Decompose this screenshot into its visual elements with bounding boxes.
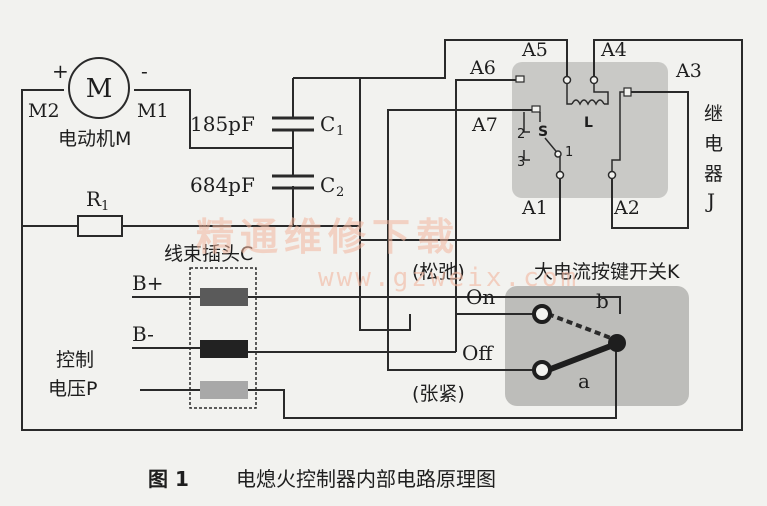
motor-name: 电动机M — [58, 128, 131, 150]
c2-sub: 2 — [336, 185, 344, 200]
watermark-text: 精通维修下载 — [196, 215, 460, 259]
r1-name: R — [86, 187, 102, 211]
wire-outer-loop — [21, 39, 743, 431]
key-switch-loose: (松弛) — [412, 261, 465, 283]
wire-p-out — [248, 346, 617, 419]
relay-pin-1: 1 — [565, 145, 573, 160]
relay-a1: A1 — [521, 197, 548, 219]
wire-a1 — [360, 178, 561, 241]
c2-name: C — [320, 173, 335, 197]
c1-sub: 1 — [336, 124, 344, 139]
capacitor-c2 — [272, 174, 314, 190]
key-switch-name: 大电流按键开关K — [534, 261, 680, 283]
harness-pin-bplus — [200, 288, 248, 306]
relay-name-3: 器 — [704, 163, 723, 185]
wires — [21, 39, 743, 431]
c1-name: C — [320, 112, 335, 136]
key-switch-tight: (张紧) — [412, 383, 465, 405]
relay-switch-label: S — [538, 124, 548, 140]
relay-internals — [515, 75, 632, 180]
relay-name-2: 电 — [704, 133, 723, 155]
harness-connector-frame — [189, 267, 257, 409]
c2-value: 684pF — [190, 173, 255, 197]
key-switch-mechanism — [532, 304, 626, 380]
relay-a5: A5 — [521, 39, 548, 61]
key-switch-a: a — [578, 369, 590, 393]
motor-m1: M1 — [137, 100, 169, 122]
key-switch-b: b — [596, 289, 609, 313]
r1-sub: 1 — [101, 199, 109, 214]
wire-a6 — [455, 79, 520, 352]
c1-value: 185pF — [190, 112, 255, 136]
motor-minus: - — [141, 59, 148, 83]
wire-m1-c1 — [134, 89, 293, 149]
watermark-url: www.gzweix.com — [318, 263, 579, 293]
capacitor-c1 — [272, 116, 314, 132]
harness-name: 线束插头C — [164, 243, 253, 265]
harness-bminus: B- — [132, 322, 154, 346]
key-switch-off: Off — [462, 341, 494, 365]
relay-a2: A2 — [613, 197, 640, 219]
relay-a6: A6 — [469, 57, 496, 79]
relay-name-4: J — [705, 189, 715, 213]
wire-cap-rail — [293, 77, 411, 331]
harness-pin-p — [200, 381, 248, 399]
motor-symbol: M — [86, 74, 113, 104]
relay-a3: A3 — [675, 60, 702, 82]
harness-bplus: B+ — [132, 271, 163, 295]
relay-pin-2: 2 — [517, 127, 525, 142]
harness-control-2: 电压P — [48, 378, 97, 400]
wire-a5 — [360, 39, 568, 79]
wire-a7 — [387, 109, 540, 371]
motor-circle — [68, 57, 130, 119]
caption-label: 图 1 — [148, 467, 189, 491]
harness-control-1: 控制 — [56, 349, 94, 371]
relay-a7: A7 — [471, 114, 498, 136]
relay-coil-label: L — [584, 115, 593, 131]
wire-bplus-out — [248, 296, 621, 314]
resistor-r1 — [77, 215, 123, 237]
motor-m2: M2 — [28, 100, 60, 122]
caption-title: 电熄火控制器内部电路原理图 — [236, 467, 496, 491]
wire-a2-a3 — [611, 91, 689, 229]
motor-plus: + — [52, 59, 69, 83]
relay-name-1: 继 — [704, 103, 723, 125]
relay-pin-3: 3 — [517, 155, 525, 170]
harness-pin-bminus — [200, 340, 248, 358]
relay-a4: A4 — [600, 39, 627, 61]
key-switch-on: On — [466, 285, 495, 309]
